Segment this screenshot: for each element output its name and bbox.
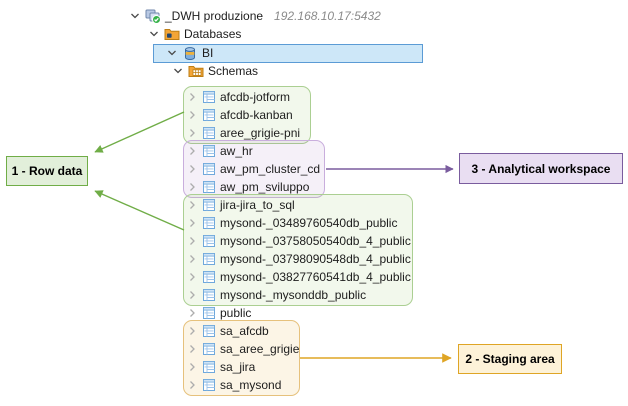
schema-icon [202, 90, 216, 104]
schema-name: mysond-_03758050540db_4_public [220, 234, 411, 248]
tree-row-schema[interactable]: aw_hr [186, 142, 253, 160]
schema-name: aw_pm_sviluppo [220, 180, 310, 194]
schema-icon [202, 378, 216, 392]
schema-name: sa_aree_grigie [220, 342, 300, 356]
schema-name: aw_pm_cluster_cd [220, 162, 321, 176]
arrow-rawgroup1-to-row-data [94, 111, 185, 153]
schema-icon [202, 234, 216, 248]
chevron-right-icon[interactable] [186, 361, 198, 373]
chevron-down-icon[interactable] [148, 28, 160, 40]
tree-row-schema[interactable]: afcdb-jotform [186, 88, 290, 106]
annotation-staging-area: 2 - Staging area [458, 344, 562, 374]
schema-icon [202, 108, 216, 122]
schema-name: public [220, 306, 252, 320]
chevron-right-icon[interactable] [186, 91, 198, 103]
tree-row-database-bi[interactable]: BI [166, 44, 213, 62]
schema-name: mysond-_03827760541db_4_public [220, 270, 411, 284]
schemas-label: Schemas [208, 64, 259, 78]
tree-row-schema[interactable]: aw_pm_sviluppo [186, 178, 309, 196]
schema-name: mysond-_03489760540db_public [220, 216, 398, 230]
schema-icon [202, 198, 216, 212]
schema-icon [202, 306, 216, 320]
schema-icon [202, 252, 216, 266]
tree-row-schema[interactable]: mysond-_03798090548db_4_public [186, 250, 411, 268]
chevron-right-icon[interactable] [186, 325, 198, 337]
schema-icon [202, 180, 216, 194]
databases-folder-icon [164, 26, 180, 42]
tree-row-server[interactable]: _DWH produzione 192.168.10.17:5432 [129, 7, 381, 25]
annotation-analytical-workspace: 3 - Analytical workspace [459, 153, 623, 184]
chevron-right-icon[interactable] [186, 109, 198, 121]
chevron-right-icon[interactable] [186, 289, 198, 301]
schema-group-raw-data-2 [183, 194, 413, 306]
selected-row-highlight [153, 44, 423, 63]
tree-row-schema[interactable]: sa_afcdb [186, 322, 269, 340]
databases-label: Databases [184, 27, 242, 41]
chevron-right-icon[interactable] [186, 145, 198, 157]
database-icon [182, 45, 198, 61]
server-connected-icon [145, 8, 161, 24]
chevron-right-icon[interactable] [186, 343, 198, 355]
schema-name: afcdb-jotform [220, 90, 291, 104]
chevron-down-icon[interactable] [166, 47, 178, 59]
tree-row-schema[interactable]: sa_mysond [186, 376, 281, 394]
server-address: 192.168.10.17:5432 [274, 9, 381, 23]
schema-icon [202, 270, 216, 284]
schema-name: mysond-_mysonddb_public [220, 288, 367, 302]
tree-row-schema[interactable]: mysond-_mysonddb_public [186, 286, 366, 304]
tree-row-schema[interactable]: aw_pm_cluster_cd [186, 160, 320, 178]
tree-row-schemas[interactable]: Schemas [172, 62, 258, 80]
schema-icon [202, 342, 216, 356]
annotation-row-data: 1 - Row data [6, 156, 88, 186]
schema-icon [202, 360, 216, 374]
chevron-right-icon[interactable] [186, 253, 198, 265]
tree-row-schema[interactable]: public [186, 304, 251, 322]
tree-row-schema[interactable]: mysond-_03827760541db_4_public [186, 268, 411, 286]
chevron-right-icon[interactable] [186, 217, 198, 229]
schema-name: sa_afcdb [220, 324, 269, 338]
chevron-right-icon[interactable] [186, 127, 198, 139]
schema-name: aree_grigie-pni [220, 126, 301, 140]
chevron-right-icon[interactable] [186, 181, 198, 193]
schema-group-staging-area [183, 320, 300, 396]
schemas-folder-icon [188, 63, 204, 79]
chevron-right-icon[interactable] [186, 199, 198, 211]
tree-row-schema[interactable]: mysond-_03758050540db_4_public [186, 232, 411, 250]
chevron-right-icon[interactable] [186, 379, 198, 391]
chevron-right-icon[interactable] [186, 163, 198, 175]
schema-icon [202, 162, 216, 176]
chevron-right-icon[interactable] [186, 307, 198, 319]
schema-name: sa_mysond [220, 378, 282, 392]
tree-row-schema[interactable]: jira-jira_to_sql [186, 196, 295, 214]
schema-icon [202, 288, 216, 302]
tree-row-schema[interactable]: sa_aree_grigie [186, 340, 299, 358]
chevron-down-icon[interactable] [129, 10, 141, 22]
tree-row-schema[interactable]: sa_jira [186, 358, 255, 376]
schema-name: aw_hr [220, 144, 253, 158]
database-name: BI [202, 46, 214, 60]
schema-icon [202, 144, 216, 158]
arrow-rawgroup2-to-row-data [94, 190, 185, 231]
chevron-down-icon[interactable] [172, 65, 184, 77]
chevron-right-icon[interactable] [186, 235, 198, 247]
schema-icon [202, 216, 216, 230]
schema-name: mysond-_03798090548db_4_public [220, 252, 411, 266]
server-name: _DWH produzione [165, 9, 264, 23]
schema-icon [202, 324, 216, 338]
schema-icon [202, 126, 216, 140]
schema-name: afcdb-kanban [220, 108, 293, 122]
schema-name: sa_jira [220, 360, 256, 374]
tree-row-schema[interactable]: mysond-_03489760540db_public [186, 214, 397, 232]
chevron-right-icon[interactable] [186, 271, 198, 283]
tree-row-schema[interactable]: aree_grigie-pni [186, 124, 300, 142]
tree-row-schema[interactable]: afcdb-kanban [186, 106, 293, 124]
tree-row-databases[interactable]: Databases [148, 25, 241, 43]
schema-name: jira-jira_to_sql [220, 198, 295, 212]
